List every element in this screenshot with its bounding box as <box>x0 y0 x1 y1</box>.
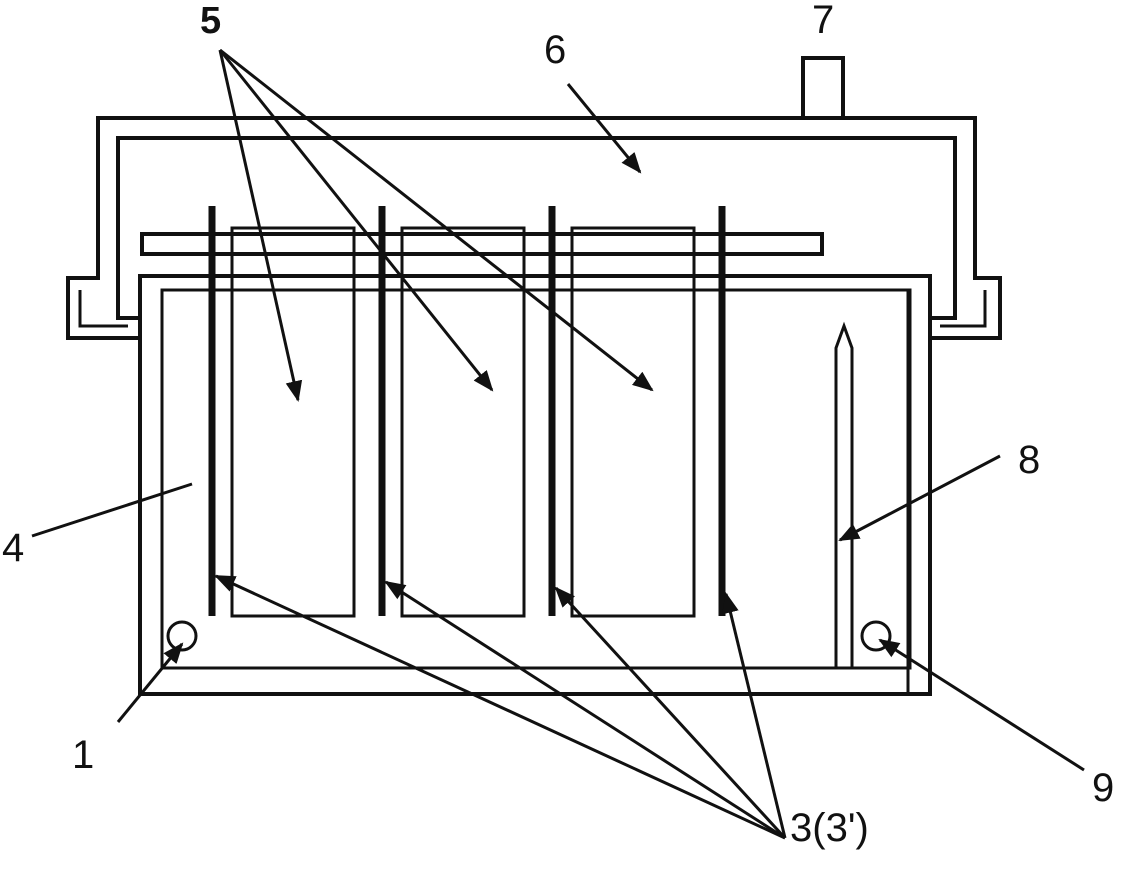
leader-3-d <box>722 591 787 839</box>
leader-5-c <box>219 48 654 392</box>
outlet-pipe <box>801 56 845 120</box>
label-9: 9 <box>1092 766 1115 810</box>
leader-6 <box>566 83 642 174</box>
leader-3-a <box>214 574 786 840</box>
label-3: 3(3') <box>790 806 869 850</box>
inlet-tube <box>834 321 854 668</box>
leader-5-b <box>218 49 494 392</box>
lid-inner-wall <box>78 138 987 328</box>
leader-9 <box>878 638 1085 772</box>
leader-5-a <box>218 49 303 403</box>
leader-4 <box>31 482 193 538</box>
lid-outline-outer <box>66 116 1002 340</box>
tank-outer <box>138 274 932 696</box>
electrode-plate-2 <box>400 226 526 618</box>
leader-3-b <box>384 580 786 840</box>
label-8: 8 <box>1018 438 1041 482</box>
label-7: 7 <box>812 0 835 42</box>
support-bar <box>140 232 824 256</box>
tank-inner <box>160 288 912 670</box>
leader-8 <box>838 454 1001 542</box>
label-5: 5 <box>200 0 222 42</box>
label-6: 6 <box>544 28 567 72</box>
label-4: 4 <box>2 526 25 570</box>
electrode-plate-3 <box>570 226 696 618</box>
electrode-plate-1 <box>230 226 356 618</box>
leader-1 <box>116 642 184 723</box>
leader-lines <box>31 48 1085 840</box>
leader-3-c <box>554 586 787 840</box>
label-1: 1 <box>72 733 95 777</box>
port-9 <box>860 620 892 652</box>
